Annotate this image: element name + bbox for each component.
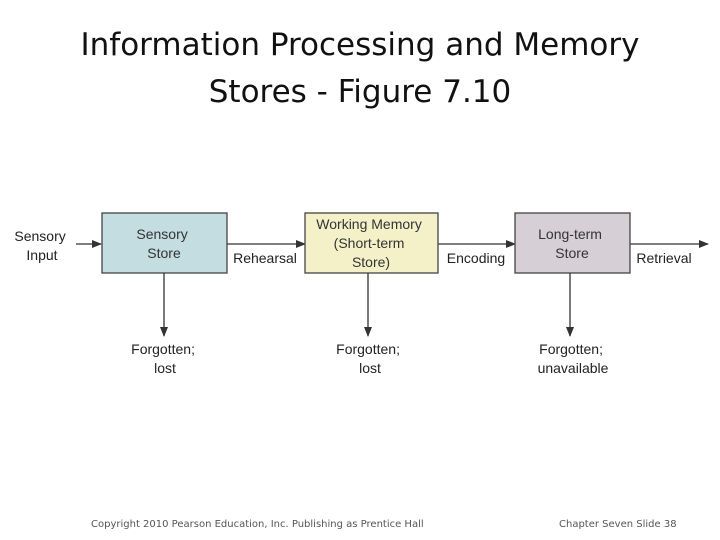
slide-title-line-1: Information Processing and Memory <box>80 27 640 63</box>
working-memory-label: Working Memory (Short-term Store) <box>316 216 425 270</box>
sensory-store-label: Sensory Store <box>136 226 191 261</box>
sensory-outcome-label: Forgotten; lost <box>131 341 199 376</box>
working-memory-box <box>304 212 439 274</box>
encoding-label: Encoding <box>447 250 505 266</box>
longterm-outcome-label: Forgotten; unavailable <box>538 341 609 376</box>
long-term-store-box <box>514 212 631 274</box>
retrieval-label: Retrieval <box>636 250 691 266</box>
copyright-footer: Copyright 2010 Pearson Education, Inc. P… <box>91 519 424 530</box>
long-term-store-label: Long-term Store <box>538 226 606 261</box>
slide-title: Information Processing and Memory Stores… <box>20 22 700 116</box>
sensory-input-label: Sensory Input <box>14 228 69 263</box>
slide-number-footer: Chapter Seven Slide 38 <box>559 519 677 530</box>
rehearsal-label: Rehearsal <box>233 250 297 266</box>
sensory-store-box <box>101 212 228 274</box>
working-outcome-label: Forgotten; lost <box>336 341 404 376</box>
slide-title-line-2: Stores - Figure 7.10 <box>208 74 512 110</box>
